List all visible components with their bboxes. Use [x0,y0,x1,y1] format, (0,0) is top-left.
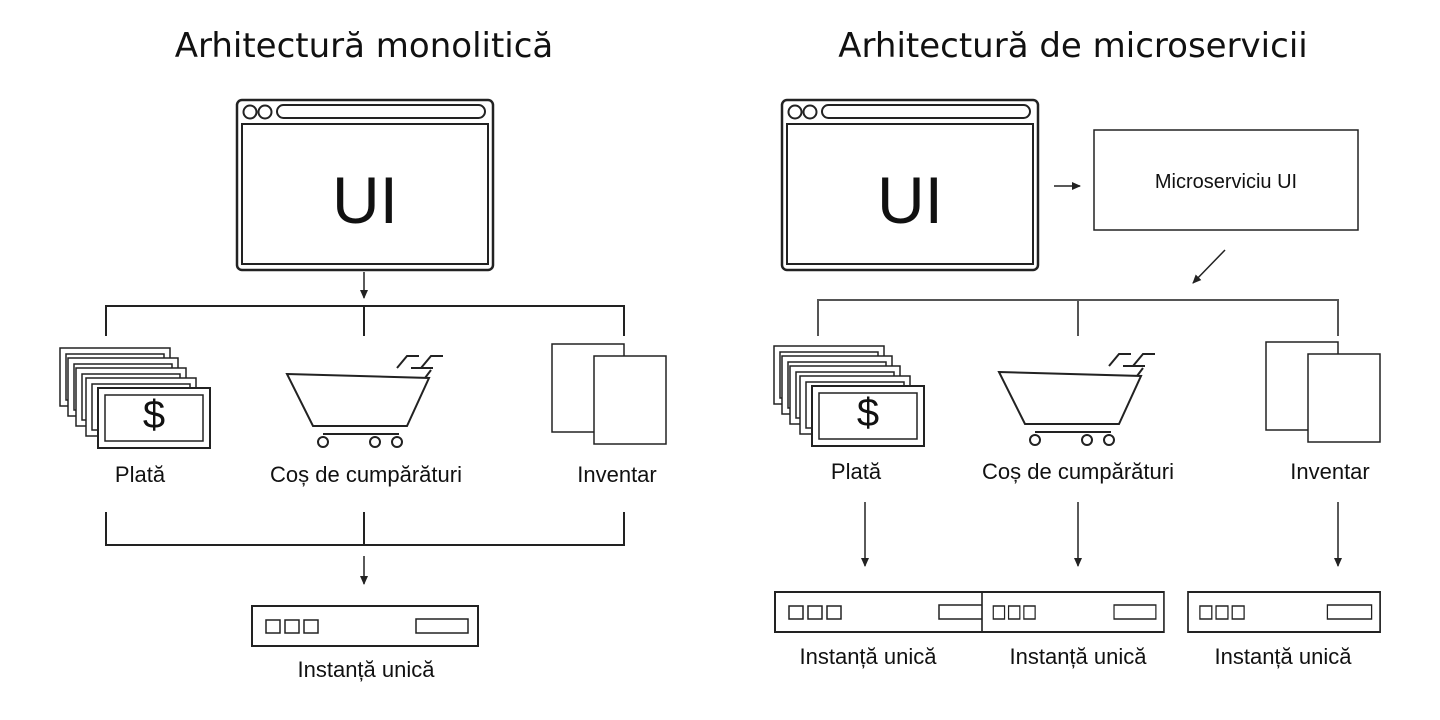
monolith-bottom-bracket [105,512,625,546]
microservices-cart-label: Coș de cumpărături [982,459,1174,484]
monolith-payment-money-icon: $ [59,347,211,449]
microservices-ui-label: UI [877,163,943,237]
microservices-payment-label: Plată [831,459,882,484]
microservices-top-bracket [817,299,1339,336]
microservices-inventory-label: Inventar [1290,459,1370,484]
microservices-browser-window: UI [780,98,1040,272]
monolith-server-icon [251,605,479,647]
monolith-shopping-cart-icon [286,355,444,448]
ui-microservice-box [1093,129,1359,231]
monolith-top-bracket [105,305,625,336]
inventory-server-icon [1187,591,1382,633]
ui-microservice-label: Microserviciu UI [1155,171,1297,193]
microservices-inventory-documents-icon [1265,341,1381,443]
monolith-inventory-documents-icon [551,343,667,445]
monolith-instance-label: Instanță unică [298,657,436,682]
cart-server-icon [981,591,1165,633]
cart-instance-label: Instanță unică [1010,644,1148,669]
payment-instance-label: Instanță unică [800,644,938,669]
monolith-cart-label: Coș de cumpărături [270,462,462,487]
dollar-sign: $ [857,391,879,435]
inventory-instance-label: Instanță unică [1215,644,1353,669]
payment-server-icon [774,591,1002,633]
monolith-inventory-label: Inventar [577,462,657,487]
microservices-title: Arhitectură de microservicii [838,26,1307,66]
monolith-browser-window: UI [235,98,495,272]
microservices-payment-money-icon: $ [773,345,925,447]
monolith-payment-label: Plată [115,462,166,487]
service-to-components-arrow [1192,249,1226,284]
monolith-ui-label: UI [332,163,398,237]
monolith-title: Arhitectură monolitică [175,26,554,66]
dollar-sign: $ [143,393,165,437]
microservices-shopping-cart-icon [998,353,1156,446]
